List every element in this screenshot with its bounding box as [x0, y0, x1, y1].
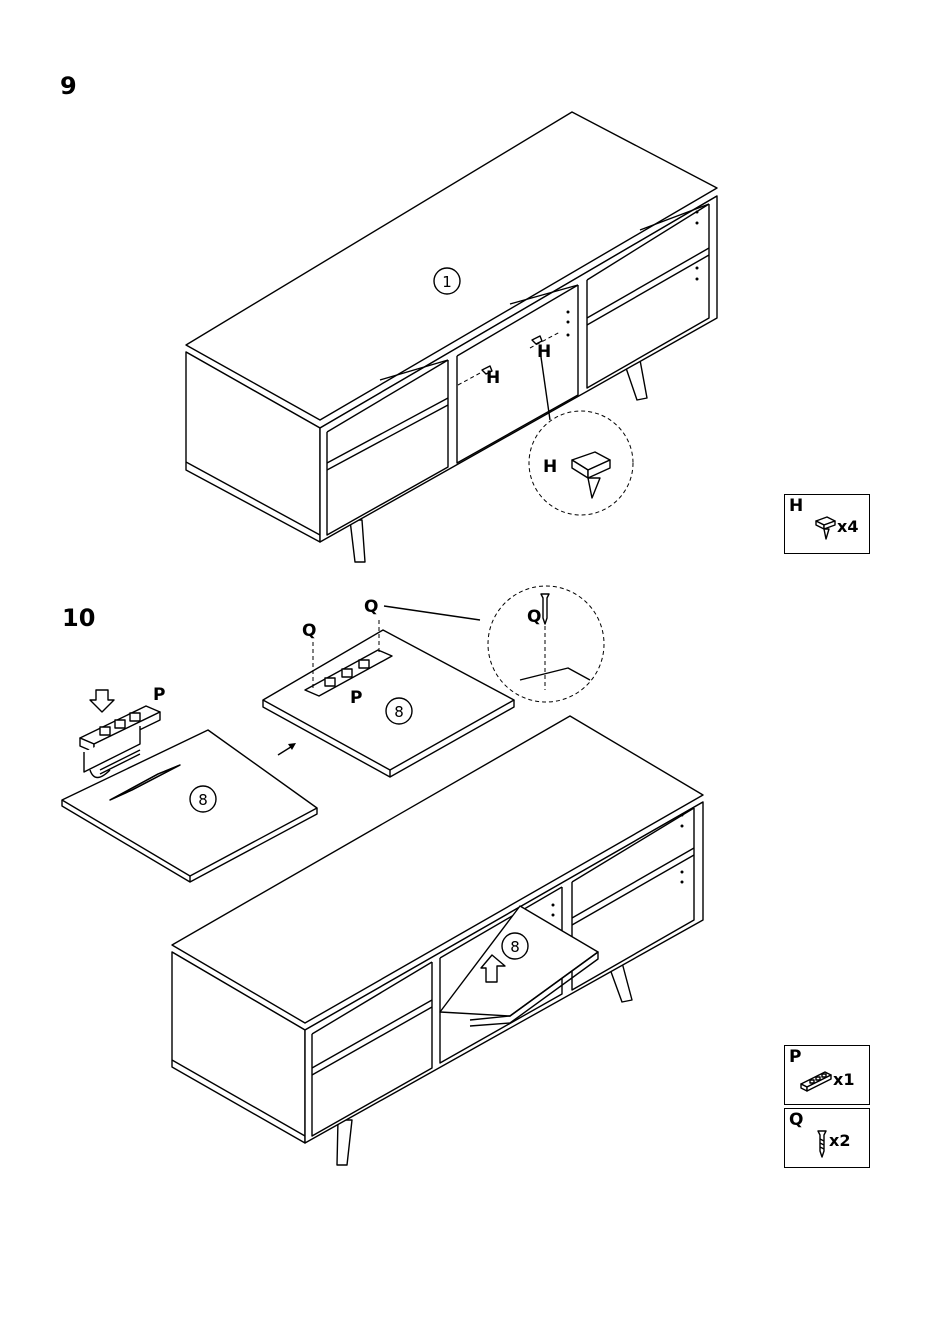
part-p-box: P x1: [784, 1045, 870, 1105]
panel-8-right-label: 8: [394, 703, 404, 721]
power-strip-icon: [799, 1068, 833, 1094]
part-p-label-left: P: [153, 685, 165, 705]
part-q-quantity: x2: [829, 1131, 850, 1150]
panel-8-right: [263, 630, 514, 770]
part-q-letter: Q: [789, 1110, 803, 1130]
panel-8-left-label: 8: [198, 791, 208, 809]
screw-icon: [815, 1129, 829, 1159]
part-q-label-2: Q: [364, 597, 378, 617]
screw-q-detail-icon: [541, 594, 549, 624]
panel-8-insert-label: 8: [510, 938, 520, 956]
part-q-box: Q x2: [784, 1108, 870, 1168]
part-q-label-1: Q: [302, 621, 316, 641]
part-p-quantity: x1: [833, 1070, 854, 1089]
callout-q-label: Q: [527, 607, 541, 627]
insert-arrow-icon: [90, 690, 114, 712]
part-p-label-right: P: [350, 688, 362, 708]
part-p-letter: P: [789, 1047, 801, 1067]
